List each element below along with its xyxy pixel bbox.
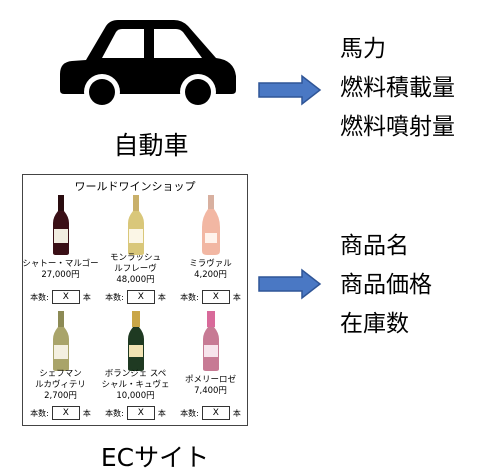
quantity-input[interactable]: X <box>51 290 80 304</box>
wine-bottle-icon <box>52 195 69 255</box>
quantity-label: 本数: <box>180 292 199 302</box>
product-name: ポメリーロゼ <box>184 375 236 385</box>
car-attribute-list: 馬力 燃料積載量 燃料噴射量 <box>340 30 455 147</box>
car-attribute: 燃料積載量 <box>340 75 455 101</box>
shop-title: ワールドワインショップ <box>74 180 196 193</box>
quantity-unit: 本 <box>157 408 166 418</box>
quantity-row: 本数: X 本 <box>173 290 248 304</box>
quantity-label: 本数: <box>180 408 199 418</box>
quantity-label: 本数: <box>30 408 49 418</box>
quantity-unit: 本 <box>157 292 166 302</box>
quantity-input[interactable]: X <box>201 290 230 304</box>
product-name: モンラッシュ ルフレーヴ <box>109 253 161 274</box>
quantity-row: 本数: X 本 <box>173 406 248 420</box>
champagne-bottle-icon <box>127 311 144 371</box>
wine-bottle-icon <box>127 195 144 255</box>
quantity-row: 本数: X 本 <box>98 406 173 420</box>
wine-bottle-icon <box>201 195 220 255</box>
champagne-bottle-icon <box>202 311 219 371</box>
arrow-right-icon <box>258 268 322 300</box>
product-price: 48,000円 <box>116 275 155 285</box>
car-attribute: 燃料噴射量 <box>340 114 455 140</box>
product-name: ミラヴァル <box>189 259 232 269</box>
product-price: 27,000円 <box>41 270 80 280</box>
quantity-row: 本数: X 本 <box>23 406 98 420</box>
arrow-right-icon <box>258 74 322 106</box>
quantity-unit: 本 <box>82 408 91 418</box>
quantity-row: 本数: X 本 <box>98 290 173 304</box>
wine-bottle-icon <box>52 311 69 371</box>
quantity-input[interactable]: X <box>201 406 230 420</box>
ec-site-label: ECサイト <box>100 443 210 472</box>
product-card: シャトー・マルゴー 27,000円 本数: X 本 <box>22 193 99 311</box>
quantity-input[interactable]: X <box>126 290 155 304</box>
quantity-input[interactable]: X <box>51 406 80 420</box>
ec-attribute-list: 商品名 商品価格 在庫数 <box>340 227 432 344</box>
quantity-unit: 本 <box>82 292 91 302</box>
product-card: ポメリーロゼ 7,400円 本数: X 本 <box>173 309 248 427</box>
quantity-label: 本数: <box>30 292 49 302</box>
product-price: 2,700円 <box>44 391 77 401</box>
car-attribute: 馬力 <box>340 36 386 62</box>
quantity-label: 本数: <box>105 292 124 302</box>
product-card: ミラヴァル 4,200円 本数: X 本 <box>173 193 248 311</box>
product-card: シェフマン ルカヴィテリ 2,700円 本数: X 本 <box>23 309 98 427</box>
product-price: 4,200円 <box>194 270 227 280</box>
quantity-unit: 本 <box>232 408 241 418</box>
quantity-row: 本数: X 本 <box>23 290 98 304</box>
product-price: 10,000円 <box>116 391 155 401</box>
product-name: シェフマン ルカヴィテリ <box>35 369 86 390</box>
car-label: 自動車 <box>113 131 189 160</box>
ec-shop-mockup: ワールドワインショップ シャトー・マルゴー 27,000円 本数: X 本 モン… <box>22 174 248 426</box>
ec-attribute: 在庫数 <box>340 311 409 337</box>
product-card: モンラッシュ ルフレーヴ 48,000円 本数: X 本 <box>98 193 173 311</box>
ec-attribute: 商品価格 <box>340 272 432 298</box>
product-name: シャトー・マルゴー <box>22 259 99 269</box>
product-card: ボランジェ スペ シャル・キュヴェ 10,000円 本数: X 本 <box>98 309 173 427</box>
product-name: ボランジェ スペ シャル・キュヴェ <box>101 369 170 390</box>
quantity-input[interactable]: X <box>126 406 155 420</box>
car-icon <box>60 20 236 110</box>
quantity-unit: 本 <box>232 292 241 302</box>
quantity-label: 本数: <box>105 408 124 418</box>
ec-attribute: 商品名 <box>340 233 409 259</box>
product-price: 7,400円 <box>194 386 227 396</box>
